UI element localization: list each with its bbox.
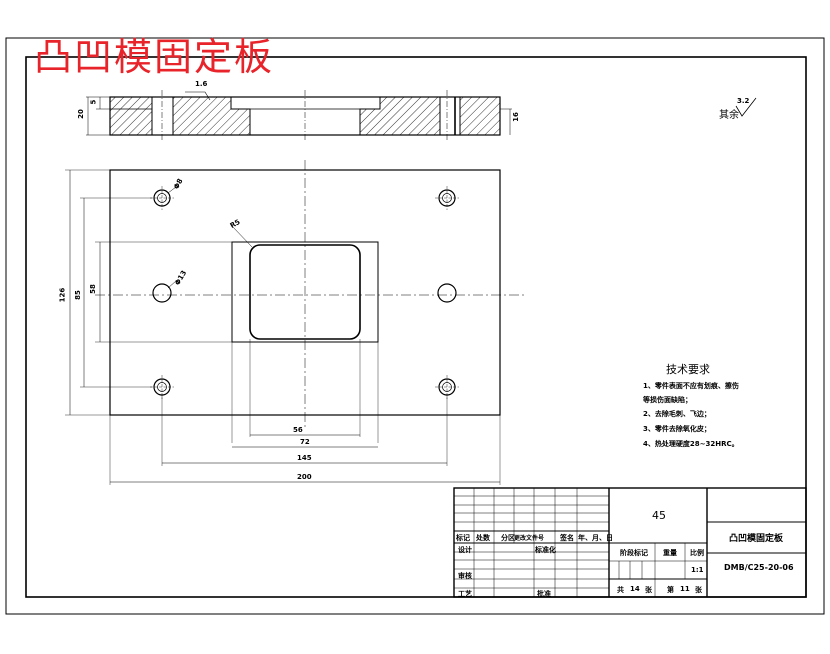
hdr-date: 年、月、日: [578, 534, 613, 542]
hdr-change-doc: 更改文件号: [514, 535, 545, 542]
cavity-outer: [231, 241, 379, 343]
material-label: 45: [652, 509, 666, 522]
tech-req-2: 等损伤面缺陷；: [643, 396, 692, 404]
total-sheets: 14: [630, 585, 640, 593]
dim-145: 145: [297, 454, 312, 462]
total-unit: 张: [645, 586, 652, 594]
dim-72: 72: [300, 438, 310, 446]
inner-border: [25, 56, 807, 598]
dim-16: 16: [511, 112, 520, 122]
weight-label: 重量: [663, 549, 677, 557]
total-label: 共: [617, 586, 624, 594]
cavity-inner: [249, 244, 361, 340]
section-view: [86, 90, 512, 142]
design-label: 设计: [458, 546, 472, 554]
roughness-label-top: 1.6: [195, 80, 208, 88]
process-label: 工艺: [458, 590, 472, 598]
page-unit: 张: [695, 586, 702, 594]
page-label: 第: [667, 586, 674, 594]
surface-finish-value: 3.2: [737, 97, 750, 105]
tech-req-5: 4、热处理硬度28~32HRC。: [643, 440, 739, 448]
part-name: 凸凹模固定板: [729, 534, 784, 544]
drawing-title: 凸凹模固定板: [34, 35, 275, 79]
dim-126: 126: [58, 287, 67, 303]
surface-finish-label: 其余: [719, 110, 739, 121]
dim-56: 56: [293, 426, 303, 434]
hole-group: [152, 189, 457, 396]
dim-58: 58: [88, 284, 97, 294]
dim-85: 85: [73, 290, 82, 300]
dim-20: 20: [76, 109, 85, 119]
check-label: 审核: [458, 572, 472, 580]
tech-req-heading: 技术要求: [666, 363, 710, 376]
stage-mark-label: 阶段标记: [620, 549, 648, 557]
drawing-number: DMB/C25-20-06: [724, 563, 794, 572]
hdr-count: 处数: [476, 534, 490, 542]
tech-req-4: 3、零件去除氧化皮；: [643, 425, 711, 433]
tech-req-3: 2、去除毛刺、飞边；: [643, 410, 711, 418]
dim-200: 200: [297, 473, 312, 481]
hdr-zone: 分区: [501, 534, 515, 542]
hdr-signature: 签名: [560, 534, 574, 542]
roughness-symbol: [735, 97, 757, 117]
approve-label: 批准: [537, 590, 551, 598]
scale-label: 比例: [690, 549, 704, 557]
outer-border: [5, 37, 825, 615]
page-number: 11: [680, 585, 690, 593]
tech-req-1: 1、零件表面不应有划痕、擦伤: [643, 382, 739, 390]
plan-view: [65, 160, 525, 485]
standardize-label: 标准化: [535, 546, 556, 554]
hdr-mark: 标记: [456, 534, 470, 542]
dim-5: 5: [89, 99, 98, 105]
title-block: [453, 487, 807, 598]
scale-value: 1:1: [691, 566, 704, 574]
